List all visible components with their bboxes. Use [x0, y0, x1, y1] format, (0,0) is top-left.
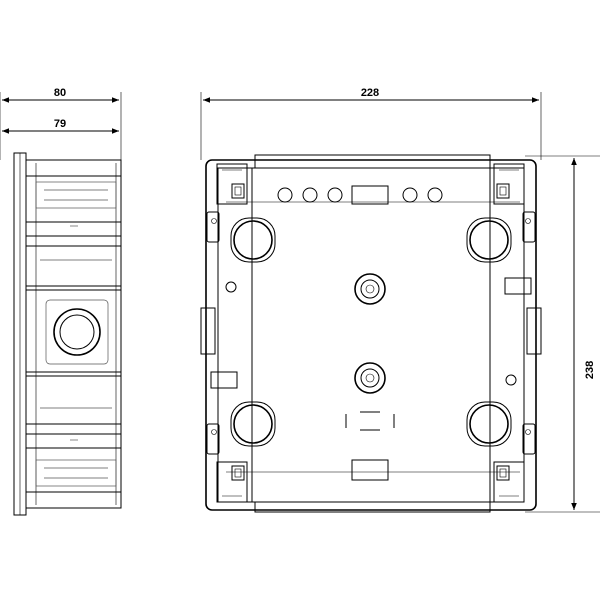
center-slot: [345, 411, 395, 431]
dimension-238: 238: [525, 155, 600, 513]
dimension-79: 79: [2, 118, 119, 134]
side-tabs: [200, 211, 542, 455]
top-hole-row: [277, 185, 443, 205]
corner-bracket-top-right: [493, 163, 525, 205]
dimension-80-label: 80: [54, 87, 66, 99]
side-knockout: [53, 308, 101, 356]
bottom-cutout: [351, 459, 389, 481]
dimension-79-label: 79: [54, 118, 66, 130]
corner-bracket-top-left: [216, 163, 248, 205]
side-view: [13, 152, 122, 516]
knockout-bottom-right: [466, 401, 512, 447]
corner-bracket-bottom-right: [493, 461, 525, 503]
knockout-top-left: [230, 217, 276, 263]
dimension-238-label: 238: [584, 361, 596, 379]
dimension-228-label: 228: [361, 87, 379, 99]
corner-bracket-bottom-left: [216, 461, 248, 503]
screw-boss-upper: [354, 273, 386, 305]
knockout-top-right: [466, 217, 512, 263]
screw-boss-lower: [354, 362, 386, 394]
knockout-bottom-left: [230, 401, 276, 447]
front-view: [200, 154, 542, 513]
dimension-80: 80: [0, 87, 122, 160]
dimension-228: 228: [200, 87, 542, 160]
